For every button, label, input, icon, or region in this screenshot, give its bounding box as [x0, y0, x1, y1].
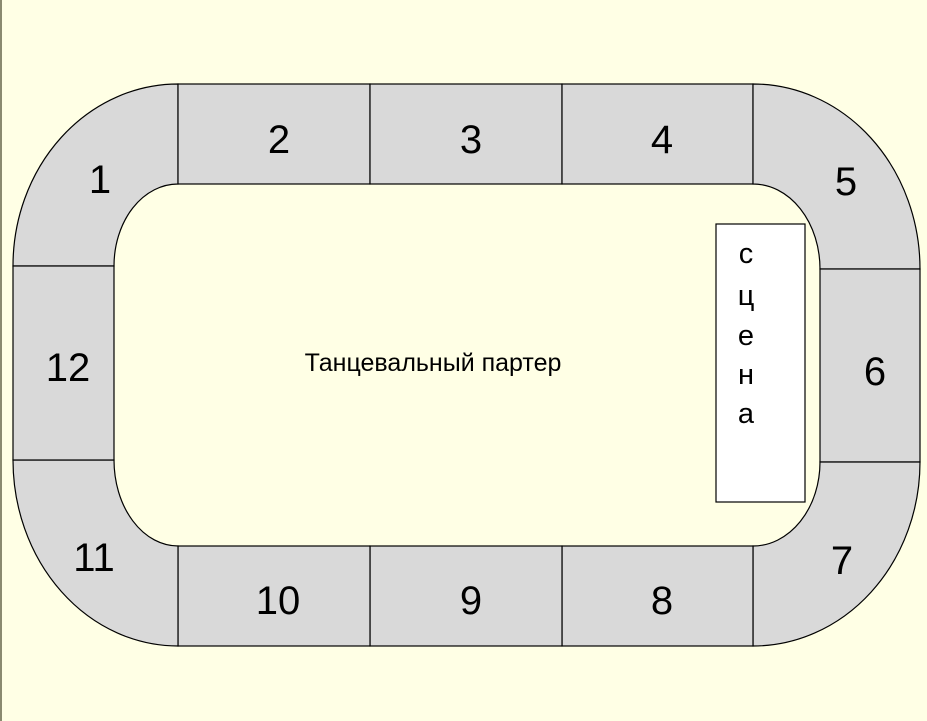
section-5[interactable] — [752, 83, 921, 270]
section-10[interactable] — [177, 545, 371, 647]
section-12[interactable] — [12, 265, 115, 461]
stage-letter: с — [739, 238, 754, 270]
section-label: 7 — [831, 539, 853, 583]
section-11[interactable] — [12, 459, 179, 647]
section-2[interactable] — [177, 83, 371, 185]
section-label: 12 — [46, 346, 91, 390]
section-7[interactable] — [752, 461, 921, 647]
dance-floor-label: Танцевальный партер — [305, 349, 562, 377]
section-label: 6 — [864, 350, 886, 394]
section-label: 1 — [89, 158, 111, 202]
section-4[interactable] — [561, 83, 754, 185]
stage-letter: ц — [738, 280, 755, 312]
section-label: 3 — [460, 118, 482, 162]
section-8[interactable] — [561, 545, 754, 647]
section-label: 5 — [835, 160, 857, 204]
stage-letter: н — [738, 359, 754, 391]
stage-letter: а — [738, 398, 755, 430]
section-label: 10 — [256, 579, 301, 623]
section-9[interactable] — [369, 545, 563, 647]
section-label: 4 — [651, 118, 673, 162]
section-label: 9 — [460, 579, 482, 623]
section-6[interactable] — [819, 268, 921, 463]
section-label: 2 — [268, 118, 290, 162]
section-1[interactable] — [12, 83, 179, 267]
stage[interactable] — [715, 223, 806, 503]
section-label: 11 — [73, 536, 115, 580]
stage-letter: е — [738, 320, 754, 352]
left-border — [0, 0, 2, 721]
section-label: 8 — [651, 579, 673, 623]
